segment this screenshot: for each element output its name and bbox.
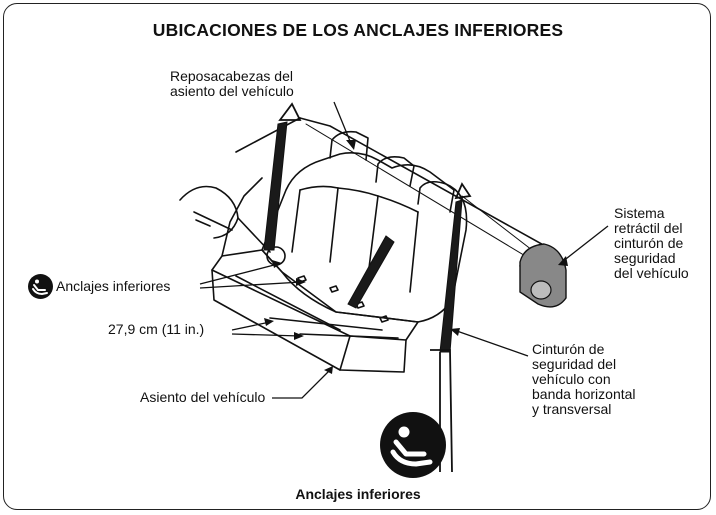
headrest-label: Reposacabezas del asiento del vehículo (170, 68, 294, 99)
footer-caption: Anclajes inferiores (295, 486, 421, 502)
child-seat-anchor-icon (28, 274, 53, 299)
diagram-frame (3, 3, 711, 510)
retractor-label: Sistema retráctil del cinturón de seguri… (614, 205, 689, 281)
lower-anchors-label: Anclajes inferiores (56, 278, 171, 294)
seat-label: Asiento del vehículo (140, 389, 266, 405)
child-seat-anchor-icon (380, 412, 446, 478)
spacing-label: 27,9 cm (11 in.) (108, 321, 205, 337)
belt-label: Cinturón de seguridad del vehículo con b… (532, 341, 636, 417)
diagram-title: UBICACIONES DE LOS ANCLAJES INFERIORES (152, 20, 564, 40)
